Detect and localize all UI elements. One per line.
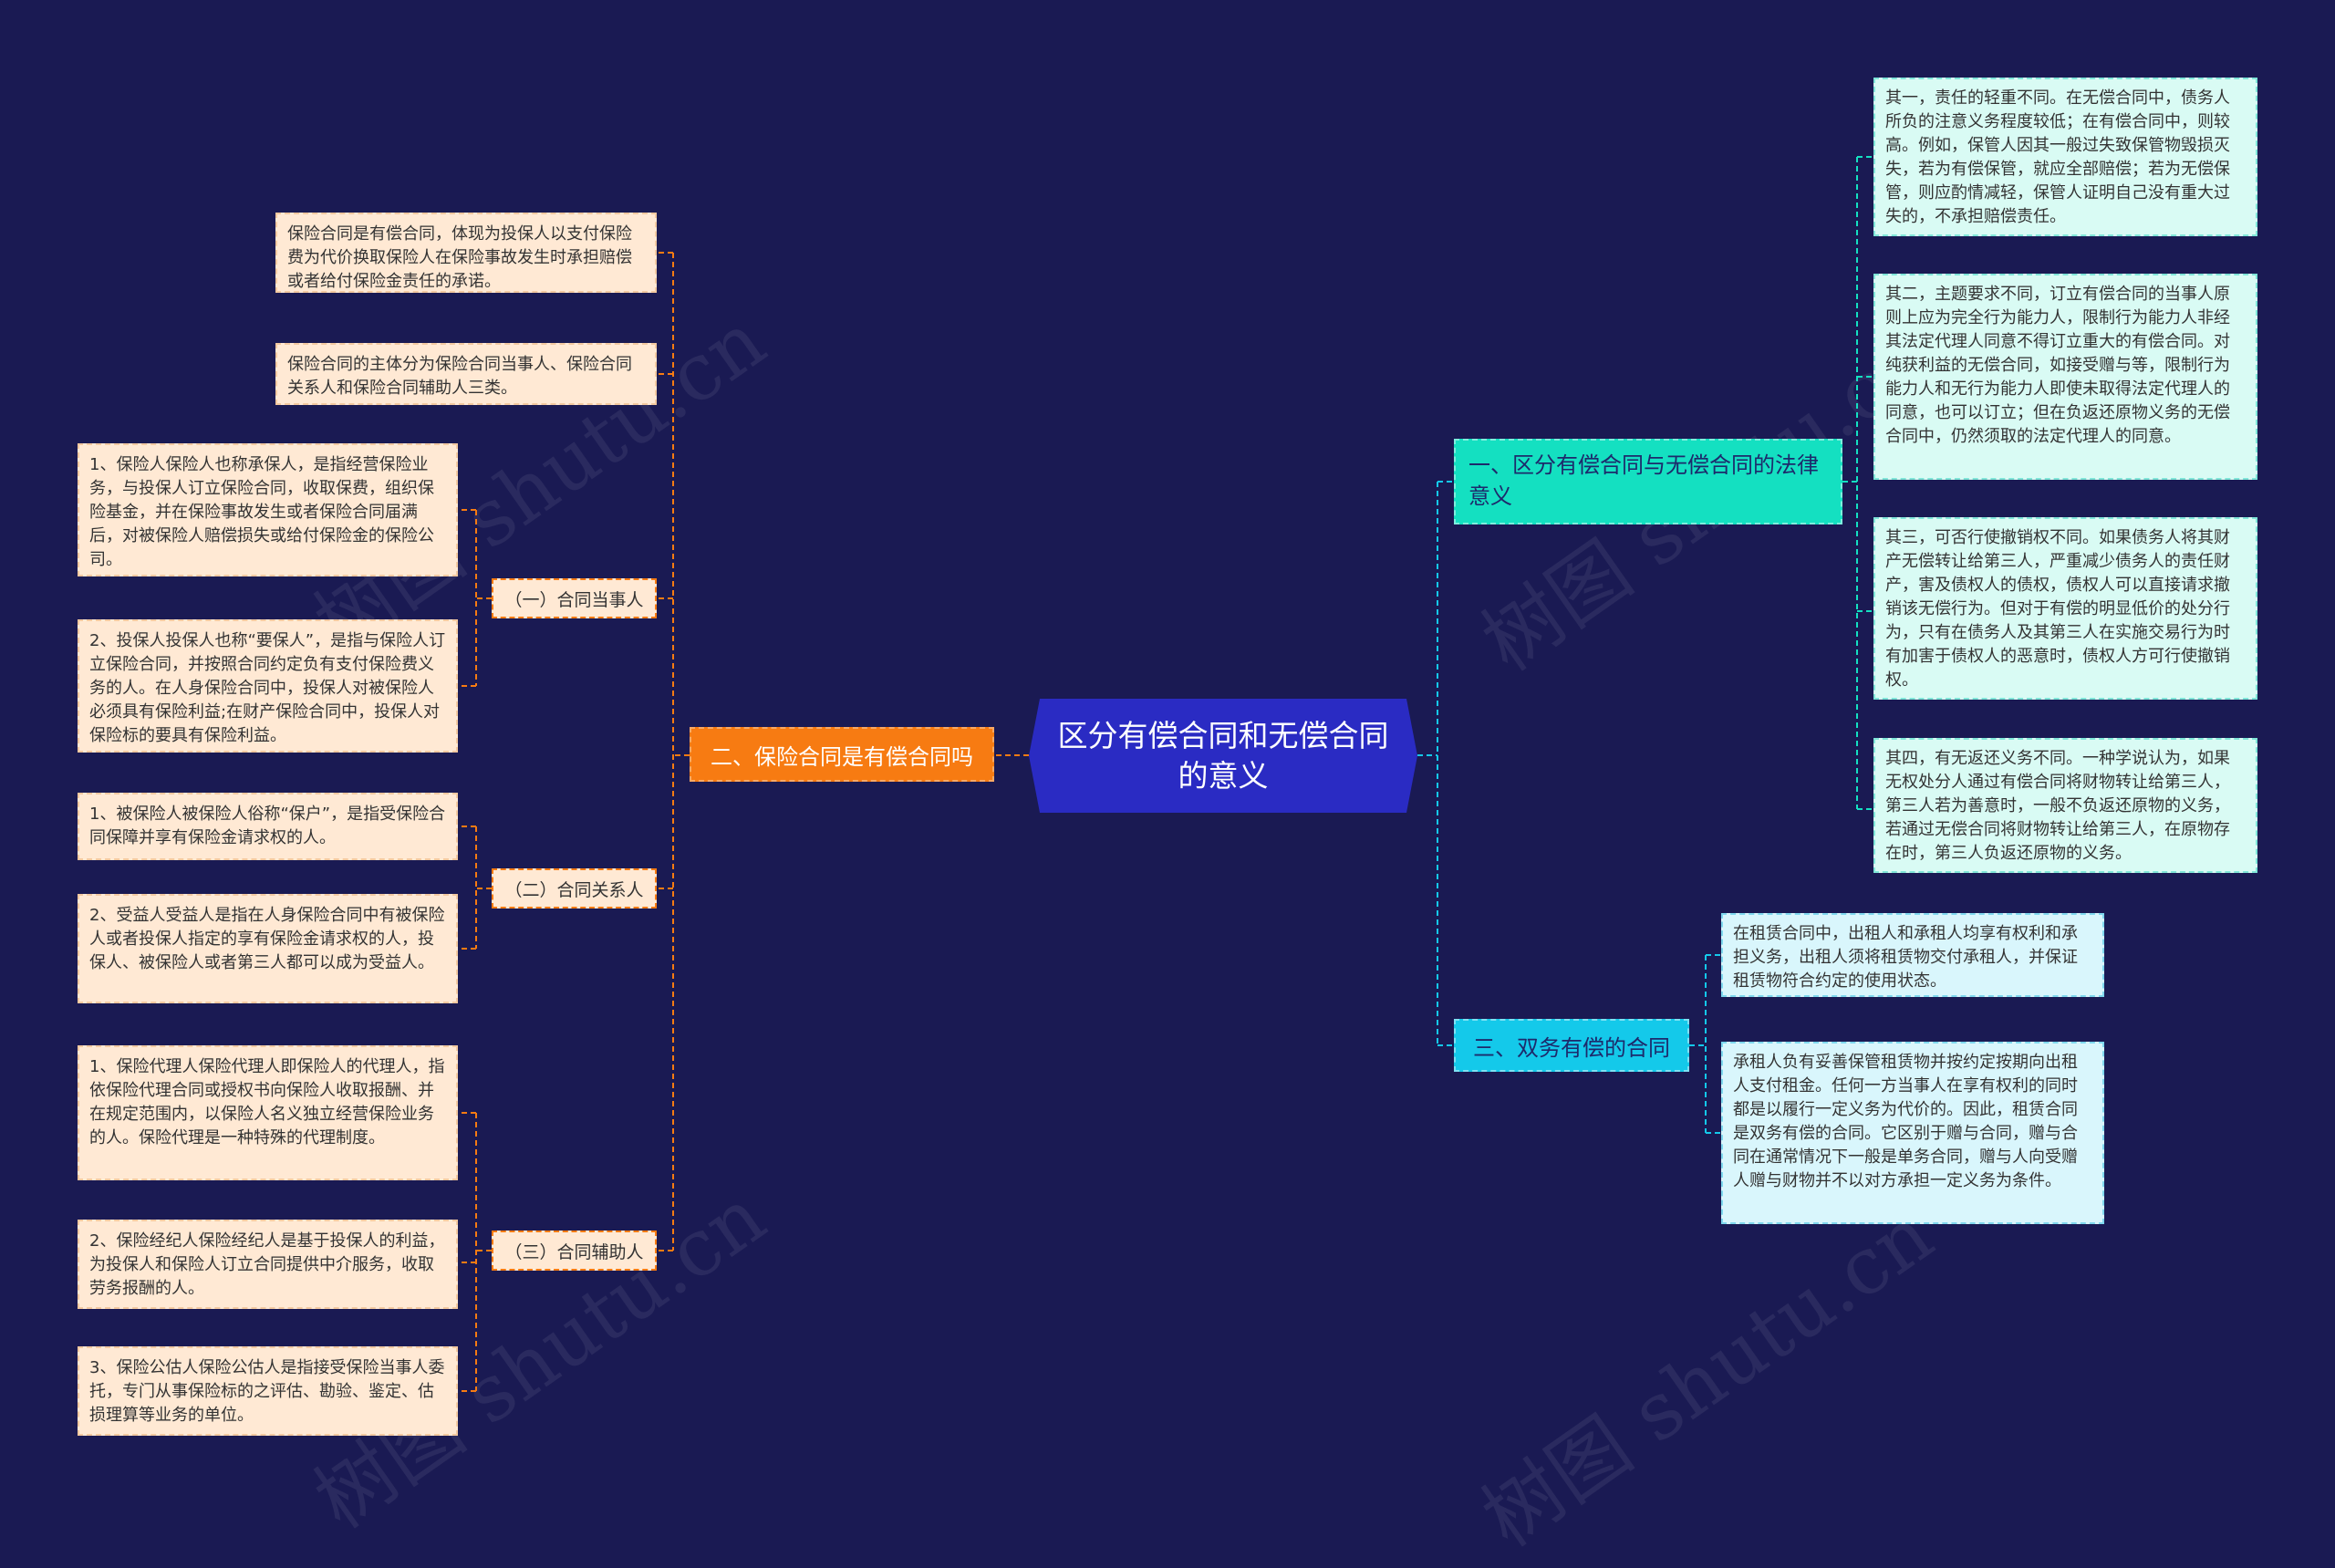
leaf-beneficiary[interactable]: 2、受益人受益人是指在人身保险合同中有被保险人或者投保人指定的享有保险金请求权的… — [78, 894, 458, 1003]
connector-right-3-leaves — [1689, 954, 1721, 1134]
root-topic[interactable]: 区分有偿合同和无偿合同的意义 — [1029, 699, 1417, 813]
branch-bilateral-paid-contract[interactable]: 三、双务有偿的合同 — [1454, 1019, 1689, 1072]
leaf-lessee-obligations[interactable]: 承租人负有妥善保管租赁物并按约定按期向出租人支付租金。任何一方当事人在享有权利的… — [1721, 1042, 2104, 1224]
leaf-insured[interactable]: 1、被保险人被保险人俗称“保户”，是指受保险合同保障并享有保险金请求权的人。 — [78, 793, 458, 860]
branch-insurance-contract[interactable]: 二、保险合同是有偿合同吗 — [690, 727, 994, 782]
leaf-liability-difference[interactable]: 其一，责任的轻重不同。在无偿合同中，债务人所负的注意义务程度较低；在有偿合同中，… — [1873, 78, 2257, 236]
connector-left-spine — [672, 253, 690, 1251]
connector-sub-2-leaves — [458, 826, 492, 950]
leaf-return-obligation[interactable]: 其四，有无返还义务不同。一种学说认为，如果无权处分人通过有偿合同将财物转让给第三… — [1873, 738, 2257, 873]
mindmap-canvas: 树图 shutu.cn 树图 shutu.cn 树图 shutu.cn 树图 s… — [78, 78, 2257, 1564]
connector-sub-1-leaves — [458, 509, 492, 687]
leaf-insurance-broker[interactable]: 2、保险经纪人保险经纪人是基于投保人的利益，为投保人和保险人订立合同提供中介服务… — [78, 1220, 458, 1309]
connector-root-right — [1417, 481, 1454, 1046]
sub-contract-parties[interactable]: （一）合同当事人 — [492, 578, 657, 618]
watermark: 树图 shutu.cn — [1467, 1189, 1949, 1565]
leaf-insurer[interactable]: 1、保险人保险人也称承保人，是指经营保险业务，与投保人订立保险合同，收取保费，组… — [78, 443, 458, 576]
connector-right-1-leaves — [1842, 156, 1873, 810]
connector-sub-3-leaves — [458, 1112, 492, 1392]
leaf-insurance-assessor[interactable]: 3、保险公估人保险公估人是指接受保险当事人委托，专门从事保险标的之评估、勘验、鉴… — [78, 1346, 458, 1436]
leaf-contract-subjects[interactable]: 保险合同的主体分为保险合同当事人、保险合同关系人和保险合同辅助人三类。 — [275, 343, 657, 405]
sub-contract-related-parties[interactable]: （二）合同关系人 — [492, 868, 657, 909]
leaf-subject-requirement[interactable]: 其二，主题要求不同，订立有偿合同的当事人原则上应为完全行为能力人，限制行为能力人… — [1873, 274, 2257, 480]
branch-legal-significance[interactable]: 一、区分有偿合同与无偿合同的法律意义 — [1454, 439, 1842, 524]
leaf-insurance-agent[interactable]: 1、保险代理人保险代理人即保险人的代理人，指依保险代理合同或授权书向保险人收取报… — [78, 1045, 458, 1180]
leaf-policyholder[interactable]: 2、投保人投保人也称“要保人”，是指与保险人订立保险合同，并按照合同约定负有支付… — [78, 619, 458, 753]
leaf-insurance-paid-contract[interactable]: 保险合同是有偿合同，体现为投保人以支付保险费为代价换取保险人在保险事故发生时承担… — [275, 213, 657, 293]
leaf-revocation-right[interactable]: 其三，可否行使撤销权不同。如果债务人将其财产无偿转让给第三人，严重减少债务人的责… — [1873, 517, 2257, 700]
leaf-lease-rights[interactable]: 在租赁合同中，出租人和承租人均享有权利和承担义务，出租人须将租赁物交付承租人，并… — [1721, 913, 2104, 997]
sub-contract-auxiliaries[interactable]: （三）合同辅助人 — [492, 1231, 657, 1271]
